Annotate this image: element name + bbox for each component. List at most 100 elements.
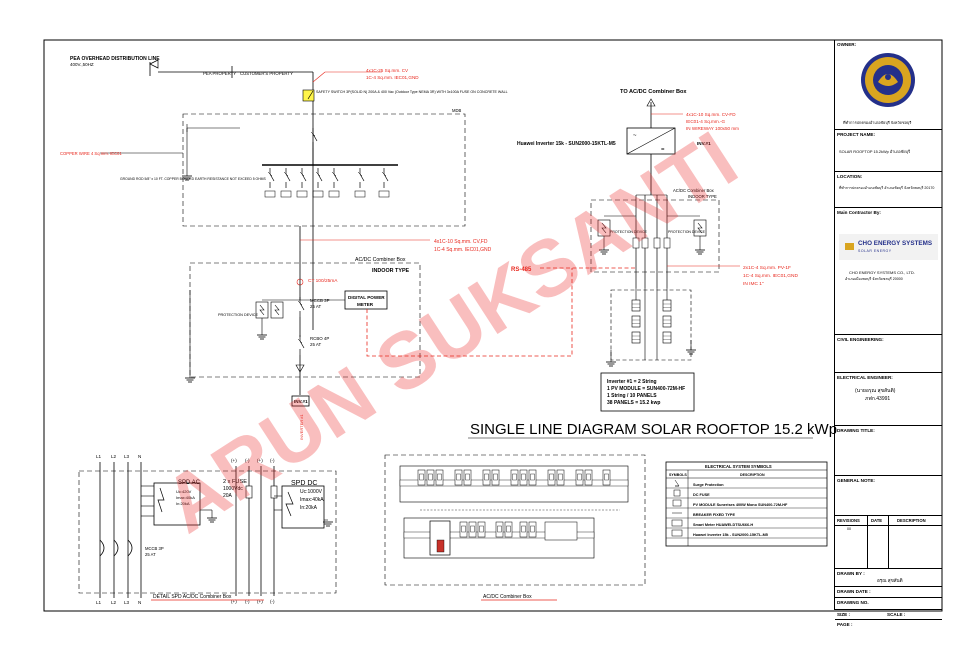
mdb-box xyxy=(182,113,466,227)
svg-text:BREAKER FIXED TYPE: BREAKER FIXED TYPE xyxy=(693,513,735,517)
main-breaker-handle xyxy=(436,539,445,553)
dc-indoor-label: INDOOR TYPE xyxy=(688,194,717,199)
mdb-label: MDB xyxy=(452,108,462,113)
inverter-summary-box xyxy=(600,372,695,412)
owner-cell: OWNER: ที่ทำการปกครองอำเภอชัยบุรี จังหวั… xyxy=(835,40,942,130)
spd-ac-terminals: L1 L2 L3 N L1 L2 L3 N xyxy=(96,454,141,605)
safety-switch-highlight xyxy=(302,89,315,102)
protection-device-label: PROTECTION DEVICE xyxy=(218,313,259,317)
location-cell: LOCATION: ที่ทำการปกครองอำเภอชัยบุรี อำเ… xyxy=(835,172,942,208)
svg-text:DC FUSE: DC FUSE xyxy=(693,493,710,497)
dc-fuse-amp: 20A xyxy=(223,493,233,499)
summary-line-3: 1 String / 10 PANELS xyxy=(607,393,657,399)
inverter-tag: INV.#1 xyxy=(697,141,711,146)
civil-cell: CIVIL ENGINEERING: xyxy=(835,335,942,373)
svg-text:L2: L2 xyxy=(111,600,117,605)
ground-rod-note: GROUND ROD 5/8" x 10 FT. COPPER BONDED E… xyxy=(120,177,266,181)
title-block: OWNER: ที่ทำการปกครองอำเภอชัยบุรี จังหวั… xyxy=(834,40,942,627)
mccb-rating: 25 AT xyxy=(310,304,321,309)
svg-text:(+): (+) xyxy=(231,599,237,604)
svg-text:DESCRIPTION: DESCRIPTION xyxy=(740,473,765,477)
svg-text:(-): (-) xyxy=(245,458,250,463)
svg-text:(+): (+) xyxy=(231,458,237,463)
svg-text:Surge Protection: Surge Protection xyxy=(693,483,724,487)
revisions-cell: REVISIONS DATE DESCRIPTION 00 xyxy=(835,516,942,569)
panel-view-title: AC/DC Combiner Box xyxy=(483,594,532,600)
spd-detail-box xyxy=(78,470,337,594)
svg-text:PV MODULE Sunerises 400W Mono: PV MODULE Sunerises 400W Mono SUN400-72M… xyxy=(693,503,788,507)
spd-detail-title: DETAIL SPD AC/DC Combiner Box xyxy=(153,594,232,600)
service-cable-2: 1C-4 Sq.mm. IEC01,GND xyxy=(366,75,419,80)
combiner-cable-1: 4x1C-10 Sq.mm. CV,FD xyxy=(434,239,488,245)
location-value: ที่ทำการปกครองอำเภอชัยบุรี อำเภอชัยบุรี … xyxy=(839,186,935,190)
spd-dc-box xyxy=(281,485,325,529)
drawing-no-cell: DRAWING NO. xyxy=(835,598,942,610)
svg-text:=: = xyxy=(661,147,665,153)
mccb-arcs xyxy=(99,539,133,557)
summary-line-2: 1 PV MODULE = SUN400-72M-HF xyxy=(607,386,685,392)
svg-text:L1: L1 xyxy=(96,454,102,459)
svg-text:In:20kA: In:20kA xyxy=(176,501,190,506)
inv-cable-2: IEC01-4 Sq.mm.-G xyxy=(686,119,725,124)
copper-wire-label: COPPER WIRE 4 Sq.mm. IEC01 xyxy=(60,151,122,156)
svg-text:L1: L1 xyxy=(96,600,102,605)
svg-text:Smart Meter HUAWEI-DTSU666-H: Smart Meter HUAWEI-DTSU666-H xyxy=(693,523,753,527)
pv-array xyxy=(610,289,692,361)
to-combiner-label: TO AC/DC Combiner Box xyxy=(620,89,687,95)
pea-line-volt: 400V.,50HZ xyxy=(70,62,94,67)
meter-label-1: DIGITAL POWER xyxy=(348,295,385,300)
electrical-cell: ELECTRICAL ENGINEER: (นายอรุณ สุขสันติ) … xyxy=(835,373,942,426)
rcbo-rating: 25 AT xyxy=(310,342,321,347)
contractor-cell: Main Contractor By: CHO ENERGY SYSTEMS S… xyxy=(835,208,942,335)
size-scale-cell: SIZE : SCALE : xyxy=(835,610,942,620)
svg-text:SYMBOLS: SYMBOLS xyxy=(669,473,687,477)
customer-property-label: CUSTOMER'S PROPERTY xyxy=(240,71,293,76)
acdc-combiner-section: 4x1C-10 Sq.mm. CV,FD 1C-4 Sq.mm. IEC01,G… xyxy=(184,226,573,440)
project-cell: PROJECT NAME: SOLAR ROOFTOP 15.2kWp อำเภ… xyxy=(835,130,942,172)
dc-combiner-box xyxy=(590,199,720,273)
inverter-section: TO AC/DC Combiner Box 4x1C-10 Sq.mm. CV-… xyxy=(511,89,798,412)
pea-line-label: PEA OVERHEAD DISTRIBUTION LINE xyxy=(70,56,160,62)
project-value: SOLAR ROOFTOP 15.2kWp อำเภอชัยบุรี xyxy=(839,149,911,154)
spd-ac-title: SPD AC xyxy=(178,480,201,486)
svg-text:N: N xyxy=(138,454,141,459)
spd-detail-section: L1 L2 L3 N L1 L2 L3 N MCCB 3P 25 AT SPD … xyxy=(78,454,337,605)
inv-cable-3: IN WIREWAY 100x50 mm xyxy=(686,126,739,131)
svg-text:(+): (+) xyxy=(257,599,263,604)
pea-property-label: PEA PROPERTY xyxy=(203,71,236,76)
svg-text:(-): (-) xyxy=(245,599,250,604)
service-cable-1: 4x1C-25 Sq.mm. CV xyxy=(366,68,409,73)
combiner-cable-2: 1C-4 Sq.mm. IEC01,GND xyxy=(434,247,492,253)
ct-label: CT 100/25mA xyxy=(308,278,338,284)
svg-text:Huawei Inverter 15k - SUN2000-: Huawei Inverter 15k - SUN2000-15KTL-M5 xyxy=(693,533,768,537)
digital-power-meter xyxy=(344,290,388,310)
svg-text:L3: L3 xyxy=(124,600,130,605)
spd-dc-terminals: (+) (-) (+) (-) (+) (-) (+) (-) xyxy=(231,458,275,604)
svg-text:(-): (-) xyxy=(270,599,275,604)
inverter-model: Huawei Inverter 15k - SUN2000-15KTL-M5 xyxy=(517,141,616,147)
mccb-label: MCCB 3P xyxy=(310,298,330,303)
svg-text:L2: L2 xyxy=(111,454,117,459)
inv-cable-1: 4x1C-10 Sq.mm. CV-FD xyxy=(686,112,736,117)
owner-name: ที่ทำการปกครองอำเภอชัยบุรี จังหวัดชลบุรี xyxy=(843,121,912,125)
svg-text:Uc:420V: Uc:420V xyxy=(176,489,192,494)
spd-mccb-rating: 25 AT xyxy=(145,552,156,557)
general-note-cell: GENERAL NOTE: xyxy=(835,476,942,516)
engineer-license: ภฟก.43991 xyxy=(865,396,891,402)
main-title: SINGLE LINE DIAGRAM SOLAR ROOFTOP 15.2 k… xyxy=(470,421,837,438)
symbol-legend: ELECTRICAL SYSTEM SYMBOLS SYMBOLS DESCRI… xyxy=(665,461,828,547)
svg-text:Imax:40kA: Imax:40kA xyxy=(300,497,324,503)
combiner-box-title: AC/DC Combiner Box xyxy=(355,257,406,263)
pv-cable-1: 2x1C-4 Sq.mm. PV-1F xyxy=(743,265,791,271)
grid-section: PEA OVERHEAD DISTRIBUTION LINE 400V.,50H… xyxy=(60,56,508,330)
engineer-name: (นายอรุณ สุขสันติ) xyxy=(855,388,896,394)
panel-view-section: AC/DC Combiner Box xyxy=(384,454,646,601)
dc-fuse-label: 2 x FUSE xyxy=(223,479,247,485)
svg-text:Uc:1000V: Uc:1000V xyxy=(300,489,323,495)
summary-line-4: 38 PANELS = 15.2 kwp xyxy=(607,400,660,406)
page-cell: PAGE : xyxy=(837,622,853,627)
svg-text:N: N xyxy=(138,600,141,605)
indoor-type-label: INDOOR TYPE xyxy=(372,268,410,274)
drawing-title-cell: DRAWING TITLE: xyxy=(835,426,942,476)
